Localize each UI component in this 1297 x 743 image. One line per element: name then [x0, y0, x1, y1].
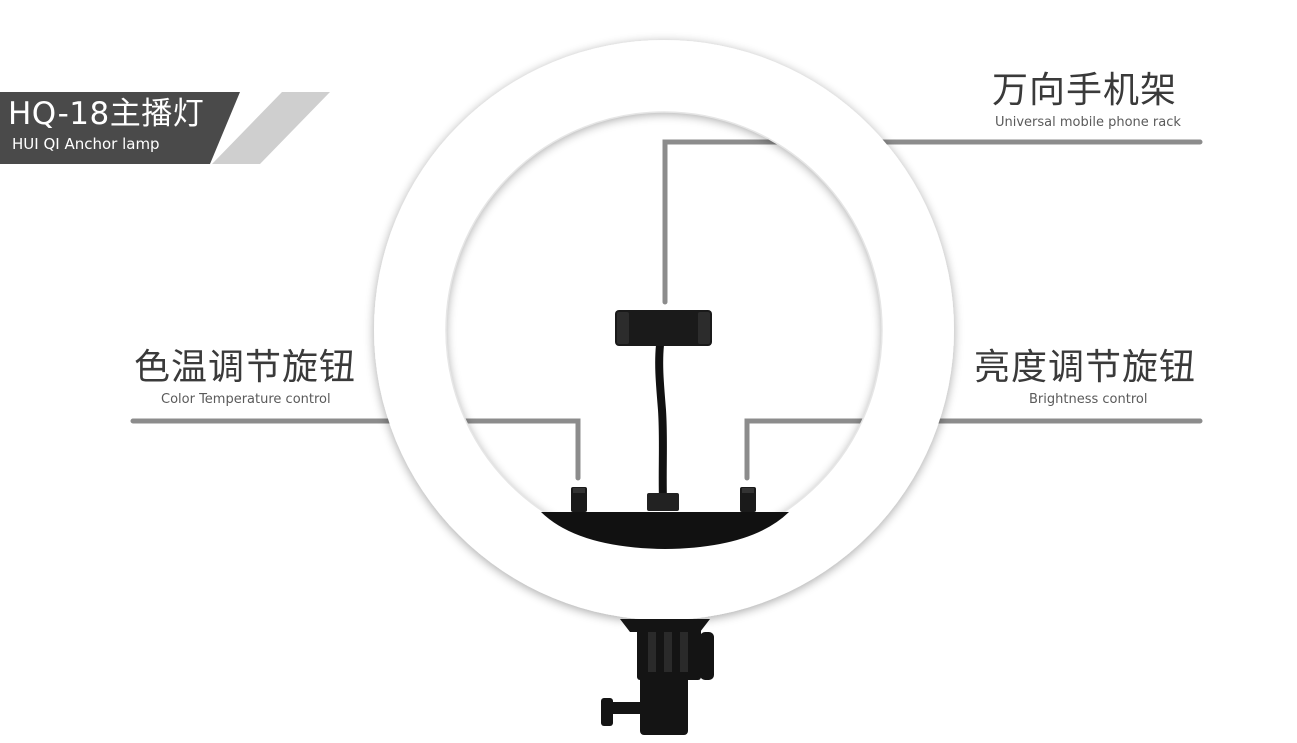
product-banner: HQ-18主播灯 HUI QI Anchor lamp: [0, 92, 330, 164]
banner-background: [0, 92, 330, 164]
brightness-leader-line: [744, 418, 1203, 481]
banner-title: HQ-18主播灯: [8, 96, 205, 132]
brightness-label-cn: 亮度调节旋钮: [974, 347, 1197, 388]
phone-rack-leader-line: [662, 139, 1203, 305]
color-temp-label-cn: 色温调节旋钮: [134, 347, 357, 388]
banner-subtitle: HUI QI Anchor lamp: [12, 135, 160, 153]
color-temp-knob: [571, 487, 587, 512]
phone-rack-label-cn: 万向手机架: [992, 70, 1178, 111]
phone-rack: [615, 310, 712, 511]
control-base: [541, 512, 789, 549]
color-temp-label-en: Color Temperature control: [161, 392, 331, 407]
callout-lines: [130, 139, 1203, 481]
color-temp-leader-line: [130, 418, 581, 481]
brightness-label-en: Brightness control: [1029, 392, 1148, 407]
phone-rack-label-en: Universal mobile phone rack: [995, 115, 1181, 130]
brightness-knob: [740, 487, 756, 512]
stand-mount: [601, 619, 714, 735]
